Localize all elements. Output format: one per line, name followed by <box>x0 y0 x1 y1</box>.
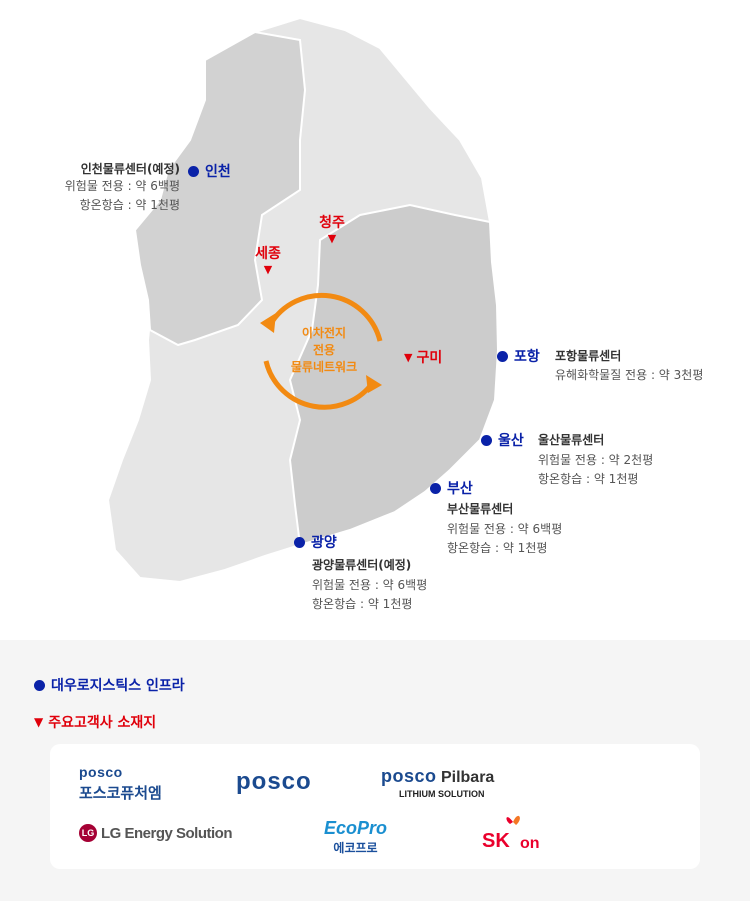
infra-dot-icon <box>497 350 508 362</box>
legend-infra: 대우로지스틱스 인프라 <box>34 675 185 695</box>
infra-dot-icon <box>481 434 492 446</box>
pohang-info: 포항물류센터 유해화학물질 전용 : 약 3천평 <box>555 349 704 382</box>
triangle-down-icon: ▼ <box>263 263 273 276</box>
cycle-arrowhead-bottom <box>366 375 382 393</box>
cheongju-marker: 청주 ▼ <box>316 212 348 245</box>
network-label: 이차전지 전용 물류네트워크 <box>290 326 358 374</box>
incheon-marker: 인천 <box>188 161 231 181</box>
incheon-info: 인천물류센터(예정) 위험물 전용 : 약 6백평 항온항습 : 약 1천평 <box>64 162 180 212</box>
ecopro-logo: EcoPro 에코프로 <box>324 818 388 855</box>
gwangyang-info: 광양물류센터(예정) 위험물 전용 : 약 6백평 항온항습 : 약 1천평 <box>312 558 428 611</box>
posco-logo: posco <box>236 768 312 795</box>
sejong-marker: 세종 ▼ <box>252 243 284 276</box>
legend-customer: ▼ 주요고객사 소재지 <box>34 715 157 731</box>
busan-info: 부산물류센터 위험물 전용 : 약 6백평 항온항습 : 약 1천평 <box>447 502 563 555</box>
ulsan-marker: 울산 <box>481 430 524 450</box>
infra-dot-icon <box>188 165 199 177</box>
logistics-cycle <box>260 292 383 410</box>
busan-marker: 부산 <box>430 478 473 498</box>
infra-dot-icon <box>430 482 441 494</box>
infra-dot-icon <box>294 536 305 548</box>
triangle-down-icon: ▼ <box>34 715 44 729</box>
region-capital <box>133 30 307 347</box>
legend-section: 대우로지스틱스 인프라 ▼ 주요고객사 소재지 posco 포스코퓨처엠 pos… <box>0 640 750 901</box>
sk-on-logo: SK on <box>482 810 552 854</box>
infra-dot-icon <box>34 679 45 691</box>
cycle-arc-bottom <box>263 360 377 410</box>
cycle-arc-top <box>267 292 383 342</box>
sk-butterfly-icon <box>506 815 520 825</box>
ulsan-info: 울산물류센터 위험물 전용 : 약 2천평 항온항습 : 약 1천평 <box>538 433 654 486</box>
triangle-down-icon: ▼ <box>327 232 337 245</box>
gumi-marker: ▼ 구미 <box>404 350 443 366</box>
cycle-arrowhead-top <box>260 313 276 333</box>
lg-circle-icon: LG <box>79 824 97 842</box>
triangle-down-icon: ▼ <box>404 350 413 364</box>
gwangyang-marker: 광양 <box>294 532 337 552</box>
posco-pilbara-logo: posco Pilbara LITHIUM SOLUTION <box>381 766 495 799</box>
customer-logos-card: posco 포스코퓨처엠 posco posco Pilbara LITHIUM… <box>50 744 700 869</box>
posco-futurem-logo: posco 포스코퓨처엠 <box>79 764 162 802</box>
lg-energy-solution-logo: LG LG Energy Solution <box>79 824 233 842</box>
pohang-marker: 포항 <box>497 346 540 366</box>
